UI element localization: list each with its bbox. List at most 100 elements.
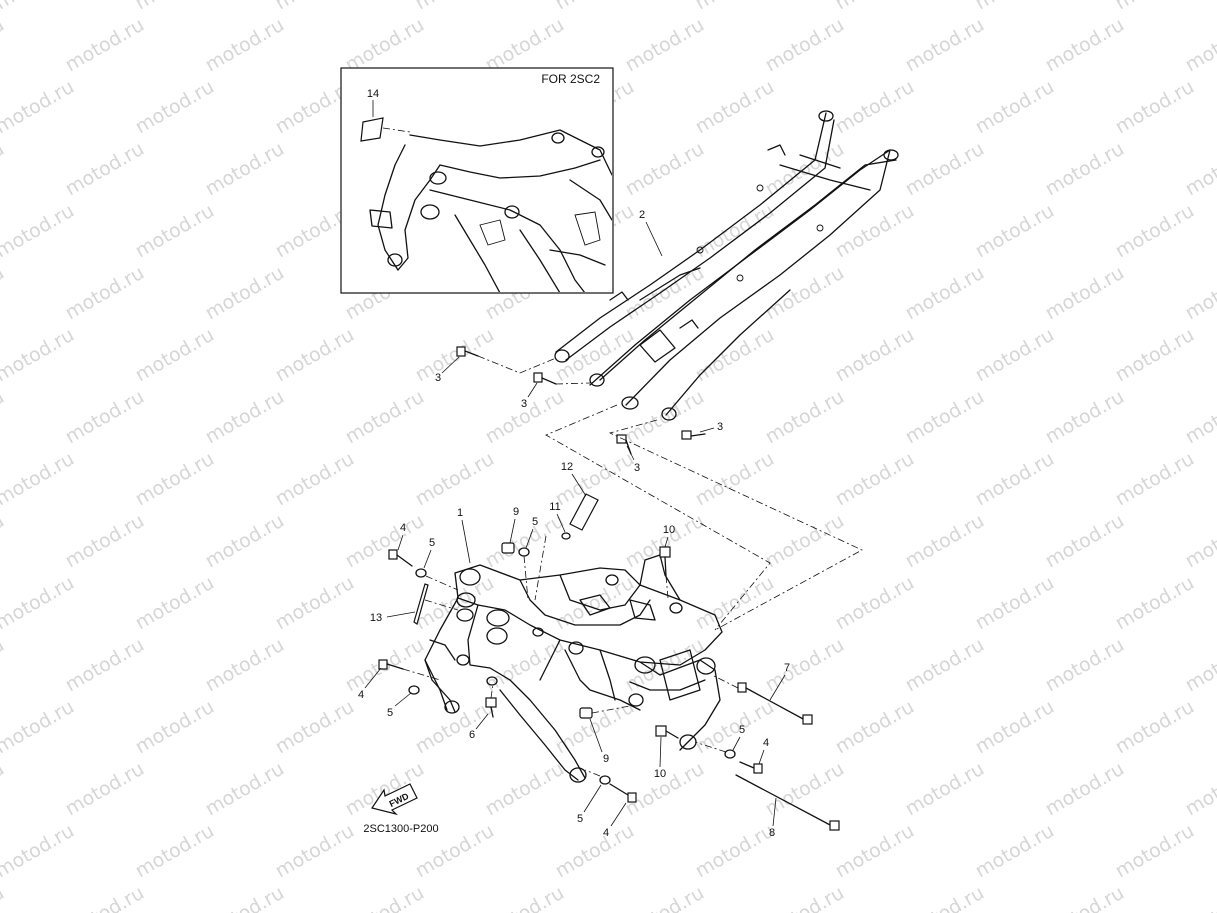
watermark-text: motod.ru <box>202 14 288 77</box>
watermark-text: motod.ru <box>902 882 988 913</box>
watermark-text: motod.ru <box>1042 386 1128 449</box>
bolt-3b <box>533 372 557 385</box>
callout-4c: 4 <box>763 737 769 749</box>
callout-1: 1 <box>457 507 463 519</box>
watermark-text: motod.ru <box>622 386 708 449</box>
bolt-4a <box>388 549 413 567</box>
callout-12: 12 <box>561 461 573 473</box>
watermark-text: motod.ru <box>132 0 218 14</box>
callout-3c: 3 <box>634 462 640 474</box>
watermark-text: motod.ru <box>0 758 8 821</box>
bolt-8 <box>735 774 840 831</box>
watermark-text: motod.ru <box>1112 76 1198 139</box>
watermark-text: motod.ru <box>62 758 148 821</box>
callout-5e: 5 <box>577 813 583 825</box>
watermark-text: motod.ru <box>1182 262 1217 325</box>
callout-4b: 4 <box>358 689 364 701</box>
watermark-text: motod.ru <box>0 696 78 759</box>
watermark-text: motod.ru <box>272 324 358 387</box>
watermark-text: motod.ru <box>412 696 498 759</box>
watermark-text: motod.ru <box>0 324 78 387</box>
watermark-text: motod.ru <box>0 200 78 263</box>
watermark-text: motod.ru <box>62 262 148 325</box>
watermark-text: motod.ru <box>132 572 218 635</box>
watermark-text: motod.ru <box>552 0 638 14</box>
watermark-text: motod.ru <box>342 882 428 913</box>
watermark-text: motod.ru <box>552 324 638 387</box>
watermark-text: motod.ru <box>832 324 918 387</box>
watermark-text: motod.ru <box>692 820 778 883</box>
watermark-text: motod.ru <box>202 758 288 821</box>
watermark-text: motod.ru <box>132 324 218 387</box>
watermark-text: motod.ru <box>762 262 848 325</box>
callout-11: 11 <box>549 501 560 513</box>
bolt-4d <box>609 783 637 803</box>
callout-10a: 10 <box>663 524 675 536</box>
watermark-text: motod.ru <box>1042 882 1128 913</box>
watermark-text: motod.ru <box>552 696 638 759</box>
washer-5d <box>724 749 736 759</box>
rear-subframe <box>554 110 899 421</box>
watermark-text: motod.ru <box>972 820 1058 883</box>
watermark-text: motod.ru <box>762 634 848 697</box>
watermark-text: motod.ru <box>972 76 1058 139</box>
watermark-text: motod.ru <box>832 448 918 511</box>
watermark-text: motod.ru <box>202 262 288 325</box>
watermark-text: motod.ru <box>482 386 568 449</box>
watermark-text: motod.ru <box>692 324 778 387</box>
watermark-text: motod.ru <box>62 138 148 201</box>
callout-5d: 5 <box>739 724 745 736</box>
watermark-text: motod.ru <box>622 14 708 77</box>
watermark-text: motod.ru <box>1182 758 1217 821</box>
main-frame <box>424 554 723 783</box>
watermark-text: motod.ru <box>342 510 428 573</box>
bolt-4b <box>378 659 404 670</box>
watermark-text: motod.ru <box>132 448 218 511</box>
watermark-text: motod.ru <box>1182 510 1217 573</box>
watermark-text: motod.ru <box>832 200 918 263</box>
nut-9a <box>501 542 515 554</box>
watermark-text: motod.ru <box>1182 882 1217 913</box>
bolt-4c <box>739 761 763 774</box>
watermark-text: motod.ru <box>1112 696 1198 759</box>
bolt-3d <box>681 430 706 440</box>
watermark-text: motod.ru <box>0 138 8 201</box>
bolt-3a <box>456 346 479 357</box>
watermark-text: motod.ru <box>1112 572 1198 635</box>
watermark-text: motod.ru <box>972 448 1058 511</box>
watermark-text: motod.ru <box>0 572 78 635</box>
watermark-text: motod.ru <box>692 76 778 139</box>
watermark-text: motod.ru <box>0 386 8 449</box>
watermark-text: motod.ru <box>622 262 708 325</box>
watermark-text: motod.ru <box>832 76 918 139</box>
bolt-7 <box>737 682 813 725</box>
watermark-text: motod.ru <box>1042 510 1128 573</box>
diagram-code: 2SC1300-P200 <box>363 823 438 835</box>
watermark-text: motod.ru <box>62 14 148 77</box>
watermark-text: motod.ru <box>0 820 78 883</box>
watermark-text: motod.ru <box>902 758 988 821</box>
watermark-text: motod.ru <box>412 448 498 511</box>
watermark-text: motod.ru <box>482 882 568 913</box>
watermark-text: motod.ru <box>622 138 708 201</box>
watermark-text: motod.ru <box>202 386 288 449</box>
callout-14: 14 <box>367 88 379 100</box>
watermark-text: motod.ru <box>202 510 288 573</box>
watermark-text: motod.ru <box>0 0 78 14</box>
watermark-text: motod.ru <box>0 882 8 913</box>
watermark-text: motod.ru <box>902 634 988 697</box>
watermark-text: motod.ru <box>1042 14 1128 77</box>
callout-3b: 3 <box>521 398 527 410</box>
callout-5a: 5 <box>429 537 435 549</box>
callout-8: 8 <box>769 827 775 839</box>
callout-3d: 3 <box>717 421 723 433</box>
clip-11 <box>561 532 571 540</box>
washer-5a <box>415 568 427 578</box>
callout-2: 2 <box>639 209 645 221</box>
callout-9b: 9 <box>603 753 609 765</box>
watermark-text: motod.ru <box>1182 386 1217 449</box>
callout-13: 13 <box>370 612 382 624</box>
watermark-text: motod.ru <box>202 634 288 697</box>
watermark-text: motod.ru <box>622 882 708 913</box>
